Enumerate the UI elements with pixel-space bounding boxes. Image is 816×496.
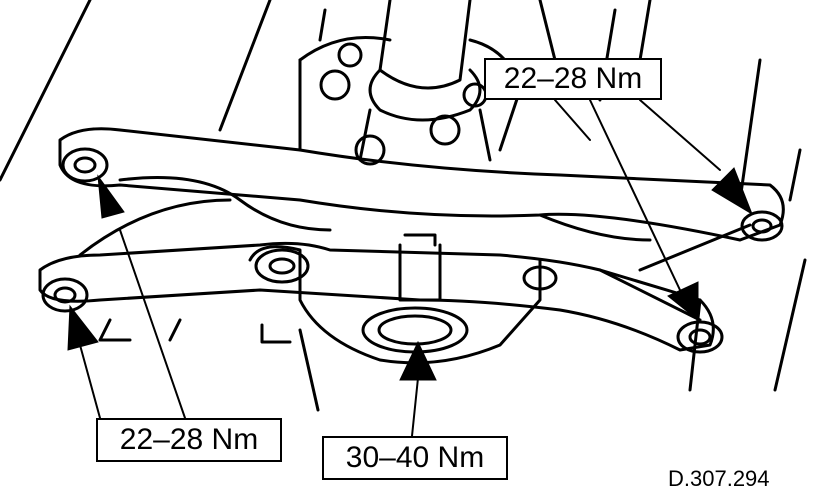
arrow-lower-left bbox=[67, 304, 99, 351]
torque-callout-bottom-left: 22–28 Nm bbox=[96, 418, 282, 462]
figure-reference-code: D.307.294 bbox=[668, 466, 770, 491]
torque-callout-bottom-center: 30–40 Nm bbox=[322, 436, 508, 480]
upper-crossmember bbox=[58, 127, 785, 242]
center-mount bbox=[248, 233, 542, 365]
arrow-right-lower bbox=[667, 281, 699, 322]
arrow-center bbox=[399, 340, 437, 381]
background-lines bbox=[0, 0, 807, 412]
leader-lines bbox=[79, 99, 721, 437]
torque-callout-top-right: 22–28 Nm bbox=[484, 58, 662, 100]
torque-arrows bbox=[67, 167, 753, 381]
arrow-right-upper bbox=[711, 167, 753, 216]
arrow-upper-left bbox=[97, 174, 125, 219]
flange-bolts bbox=[319, 42, 488, 166]
